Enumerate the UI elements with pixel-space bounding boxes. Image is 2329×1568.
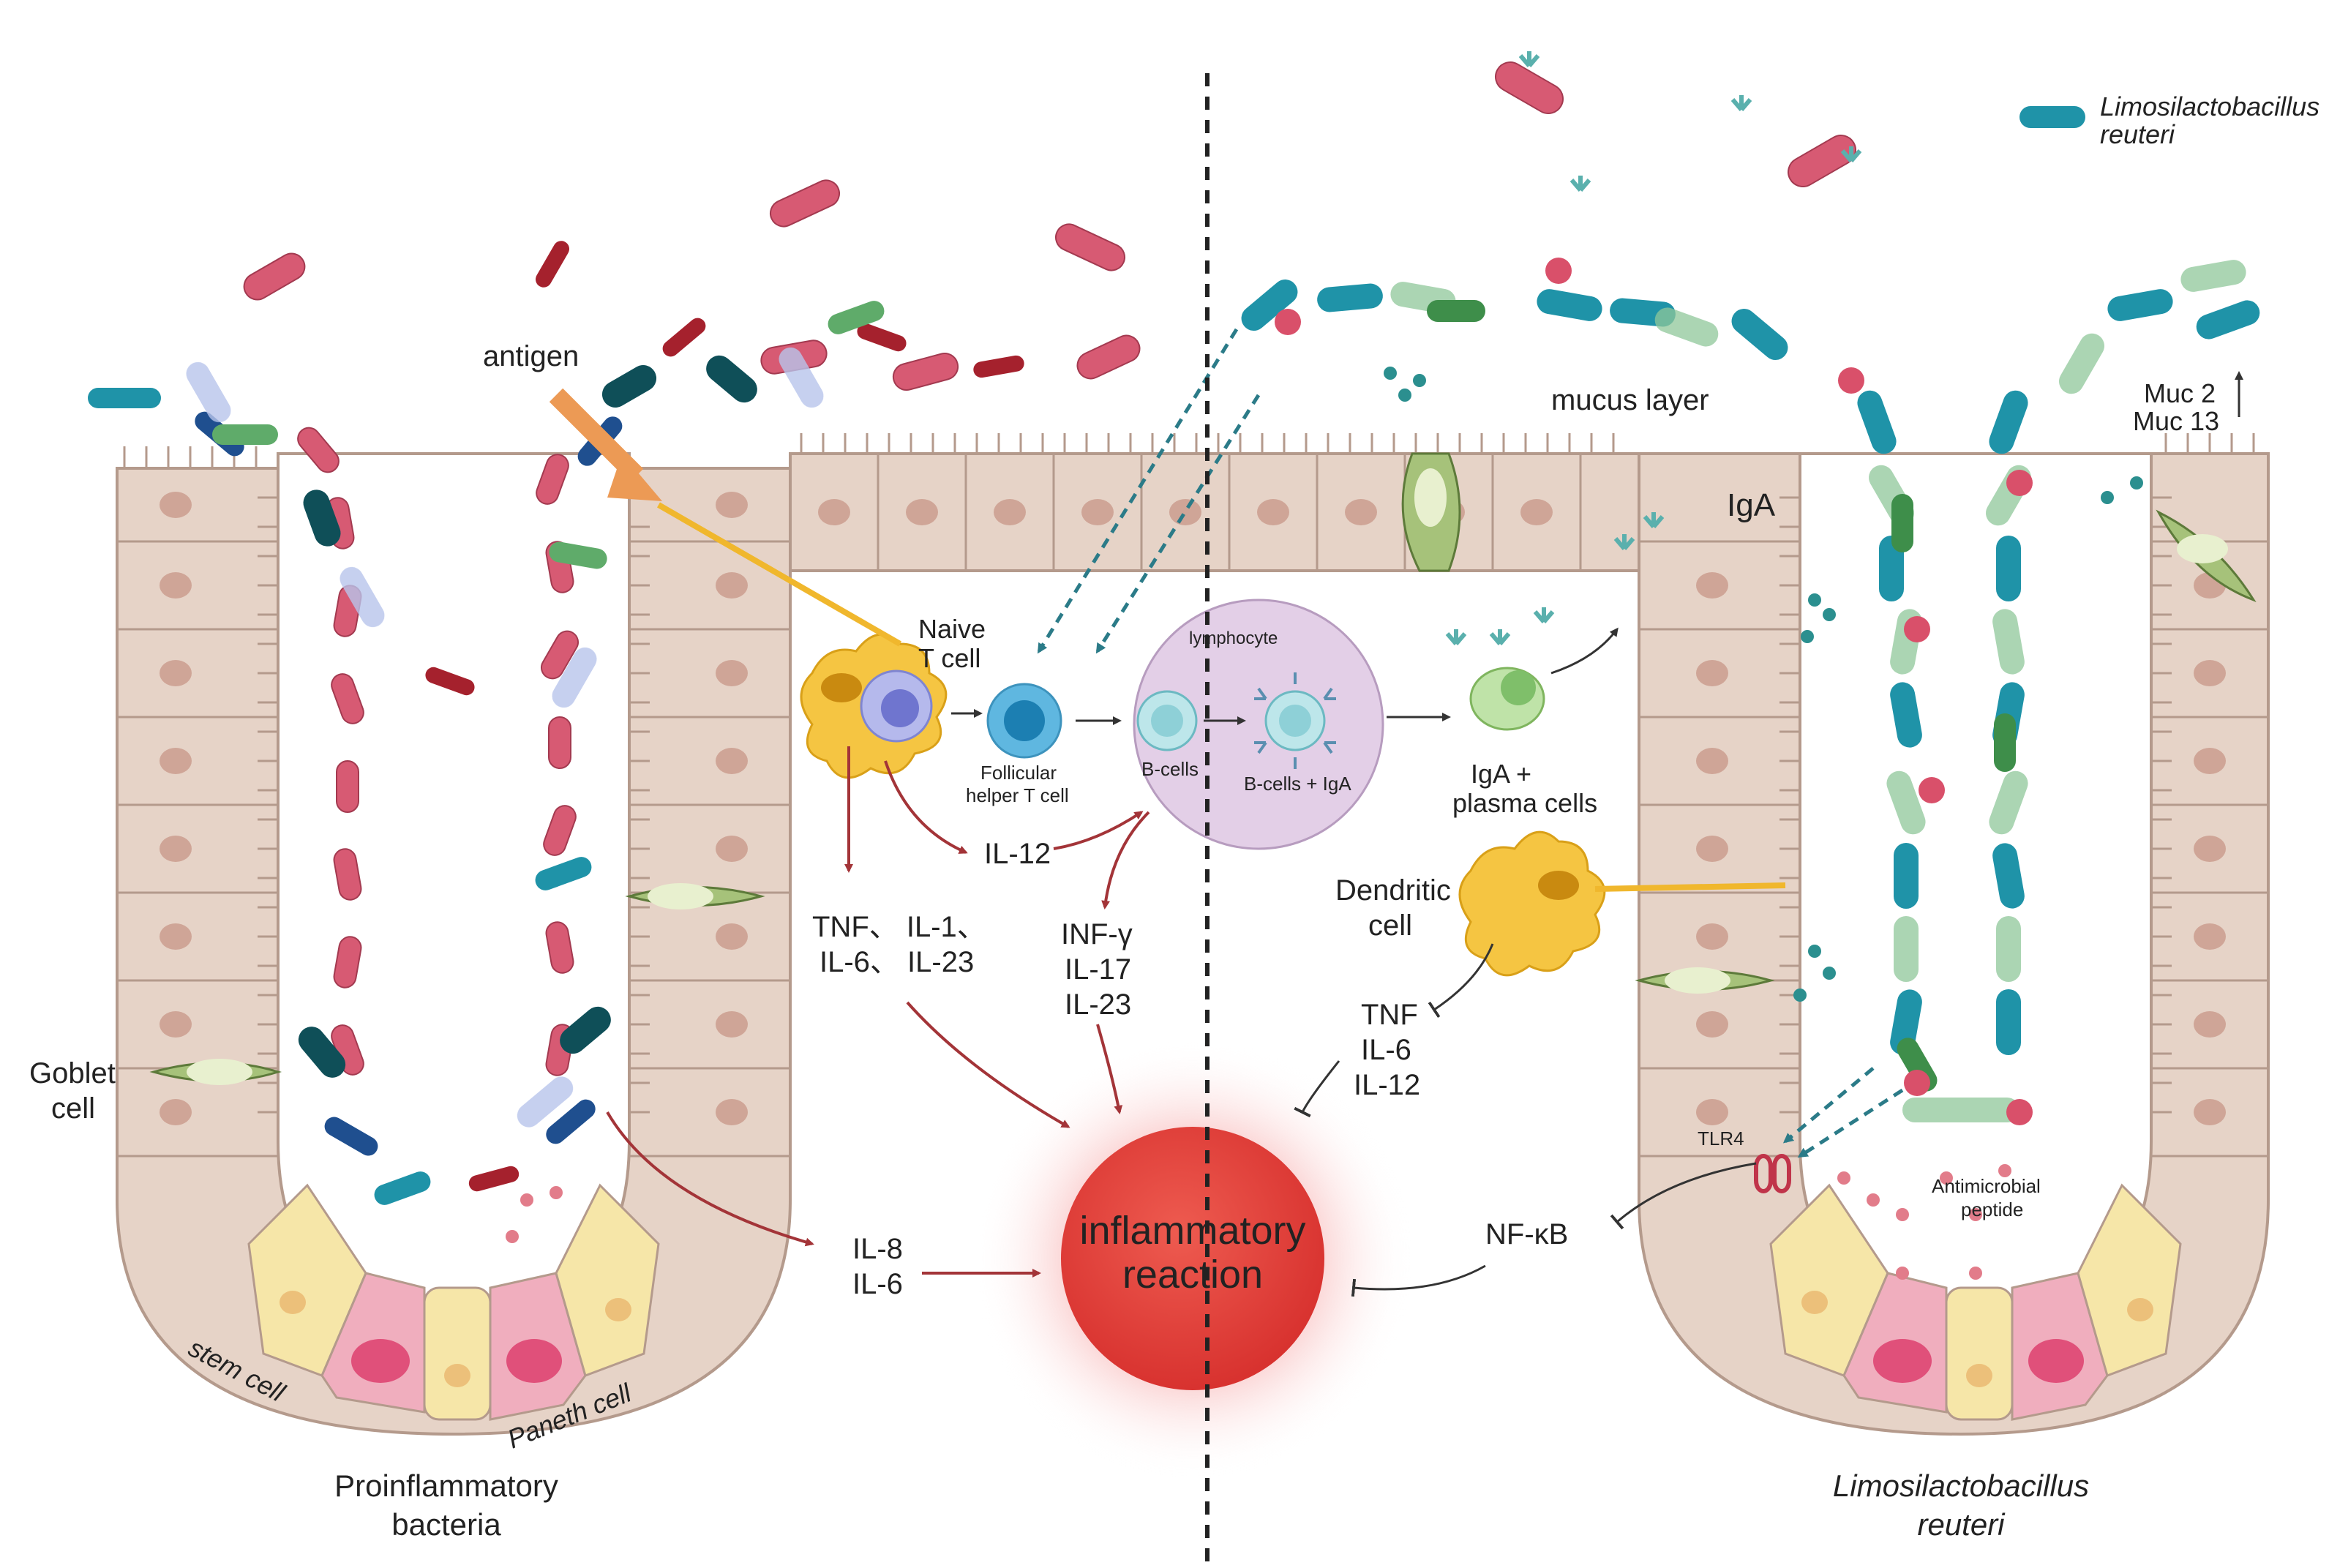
inflammatory-reaction <box>973 1039 1412 1478</box>
iga-plasma-line1: IgA + <box>1471 759 1531 789</box>
il6-label: IL-6 <box>852 1268 903 1300</box>
lymphocyte-label: lymphocyte <box>1189 629 1278 648</box>
tlr4-label: TLR4 <box>1698 1128 1744 1149</box>
lymphocyte <box>1133 599 1384 850</box>
b-cells-label: B-cells <box>1141 758 1199 780</box>
goblet-cell <box>2156 509 2257 602</box>
left-wall-nuclei <box>160 492 748 1125</box>
reuteri-bacteria <box>506 51 2260 1280</box>
tlr4-receptor <box>1754 1154 1791 1193</box>
muc13-label: Muc 13 <box>2133 406 2219 436</box>
stem-cell <box>423 1286 492 1421</box>
stem-cell <box>555 1183 660 1377</box>
antigen-label: antigen <box>483 340 579 372</box>
left-caption-line2: bacteria <box>391 1507 501 1542</box>
iga-plasma-line2: plasma cells <box>1452 788 1597 818</box>
left-caption-line1: Proinflammatory <box>334 1468 558 1503</box>
tnf-right-line3: IL-12 <box>1354 1069 1420 1101</box>
iga-antibodies <box>1445 51 1862 645</box>
tnf-right-line1: TNF <box>1361 999 1418 1031</box>
tnf-group-line2: IL-6、 IL-23 <box>820 946 974 978</box>
il8-label: IL-8 <box>852 1233 903 1265</box>
legend-label-line2: reuteri <box>2100 119 2175 149</box>
inf-group-line1: INF-γ <box>1061 918 1133 950</box>
naive-t-cell-line2: T cell <box>918 643 980 673</box>
immune-cells <box>657 502 1786 977</box>
inflammatory-line2: reaction <box>1122 1253 1263 1297</box>
goblet-line1: Goblet <box>29 1057 116 1089</box>
right-caption-line2: reuteri <box>1917 1507 2006 1542</box>
follicular-line1: Follicular <box>980 762 1057 784</box>
inf-group-line2: IL-17 <box>1065 953 1131 986</box>
right-crypt <box>1635 433 2270 1436</box>
goblet-cell <box>149 1059 282 1085</box>
left-crypt-base <box>247 1183 660 1421</box>
iga-label: IgA <box>1727 487 1776 523</box>
goblet-line2: cell <box>51 1092 95 1125</box>
muc2-label: Muc 2 <box>2144 378 2216 408</box>
left-crypt <box>116 446 792 1436</box>
goblet-cell <box>1635 967 1775 994</box>
antimicrobial-line1: Antimicrobial <box>1932 1175 2041 1197</box>
nfkb-label: NF-κB <box>1485 1218 1568 1250</box>
arrows <box>549 328 2243 1297</box>
il12-label: IL-12 <box>984 838 1051 870</box>
proinflammatory-bacteria <box>88 61 1856 1205</box>
labels: Limosilactobacillus reuteri antigen mucu… <box>29 91 2319 1542</box>
tnf-group-line1: TNF、 IL-1、 <box>812 911 986 943</box>
dendritic-cell <box>1458 830 1786 977</box>
inf-group-line3: IL-23 <box>1065 989 1131 1021</box>
right-caption-line1: Limosilactobacillus <box>1833 1468 2089 1503</box>
legend-label-line1: Limosilactobacillus <box>2100 91 2319 121</box>
follicular-line2: helper T cell <box>966 784 1069 806</box>
tnf-right-line2: IL-6 <box>1361 1034 1411 1066</box>
naive-t-cell-line1: Naive <box>918 614 986 644</box>
dendritic-line2: cell <box>1368 909 1412 942</box>
antimicrobial-line2: peptide <box>1961 1198 2023 1220</box>
naive-t-cell <box>860 669 933 743</box>
iga-plasma-cell <box>1469 667 1545 731</box>
legend-swatch <box>2019 106 2085 128</box>
goblet-cell <box>625 883 765 909</box>
follicular-helper-t-cell <box>986 683 1062 759</box>
b-cells-iga-label: B-cells + IgA <box>1244 773 1351 795</box>
dendritic-line1: Dendritic <box>1335 874 1451 907</box>
inflammatory-line1: inflammatory <box>1079 1209 1305 1253</box>
central-epithelium <box>789 433 1640 572</box>
mucus-layer-label: mucus layer <box>1551 384 1709 416</box>
